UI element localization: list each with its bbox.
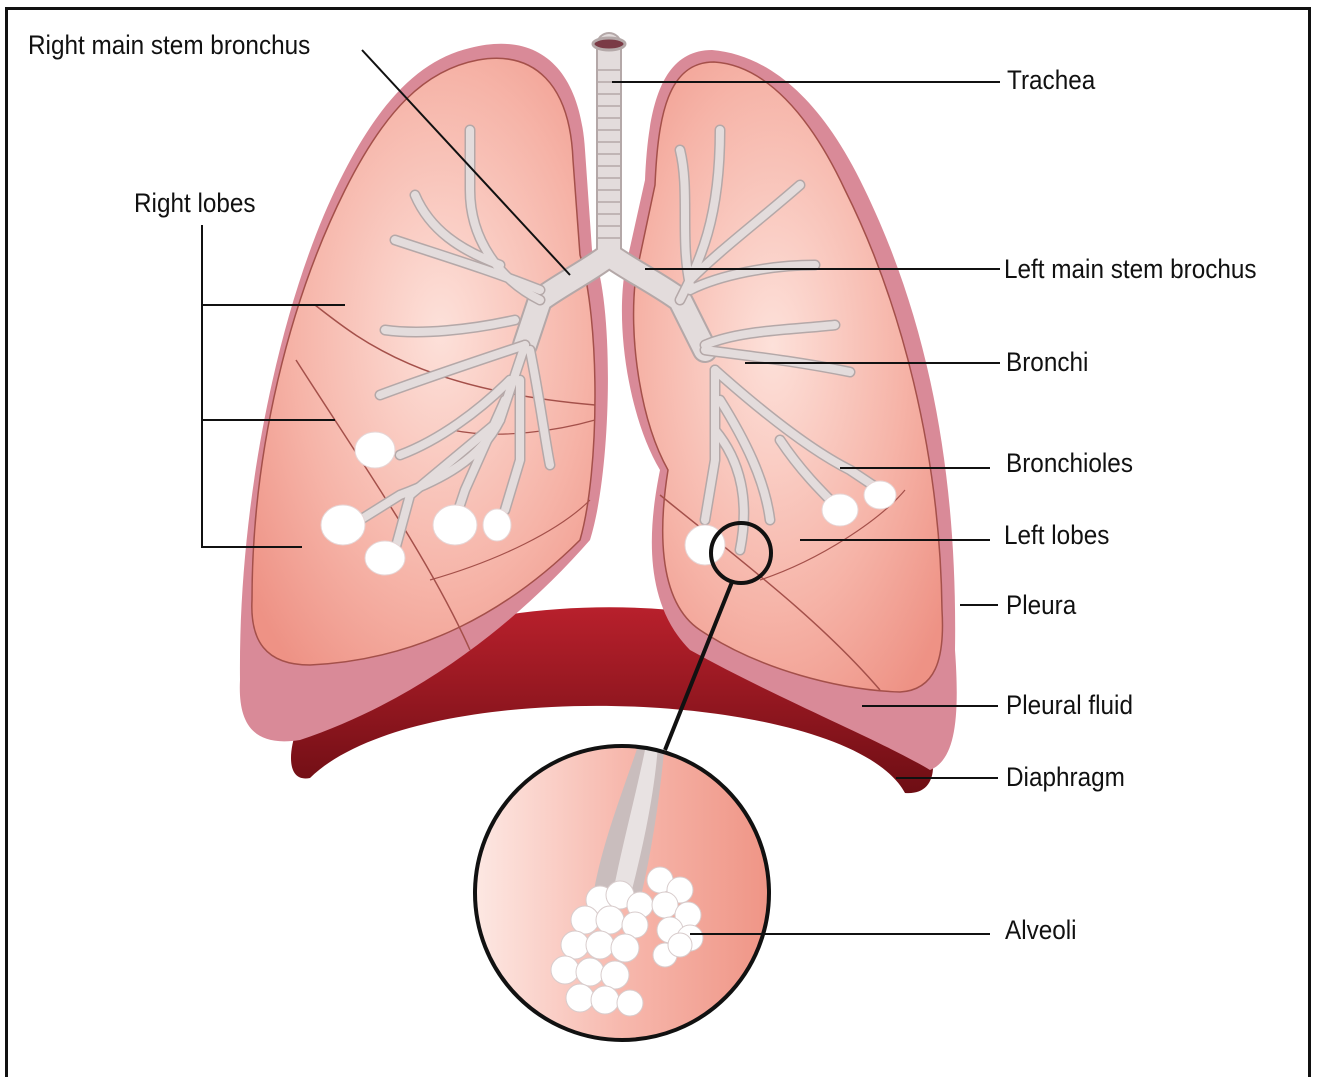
label-left-lobes: Left lobes bbox=[1004, 522, 1109, 549]
label-bronchioles: Bronchioles bbox=[1006, 450, 1133, 477]
label-pleura: Pleura bbox=[1006, 592, 1076, 619]
label-right-main-stem-bronchus: Right main stem bronchus bbox=[28, 32, 310, 59]
trachea-opening bbox=[593, 38, 625, 50]
label-bronchi: Bronchi bbox=[1006, 349, 1088, 376]
label-trachea: Trachea bbox=[1007, 67, 1095, 94]
alveoli-magnified-view bbox=[475, 740, 769, 1040]
label-diaphragm: Diaphragm bbox=[1006, 764, 1125, 791]
label-alveoli: Alveoli bbox=[1005, 917, 1077, 944]
label-left-main-stem-brochus: Left main stem brochus bbox=[1004, 256, 1257, 283]
label-pleural-fluid: Pleural fluid bbox=[1006, 692, 1133, 719]
label-right-lobes: Right lobes bbox=[134, 190, 256, 217]
right-lung bbox=[252, 58, 595, 665]
